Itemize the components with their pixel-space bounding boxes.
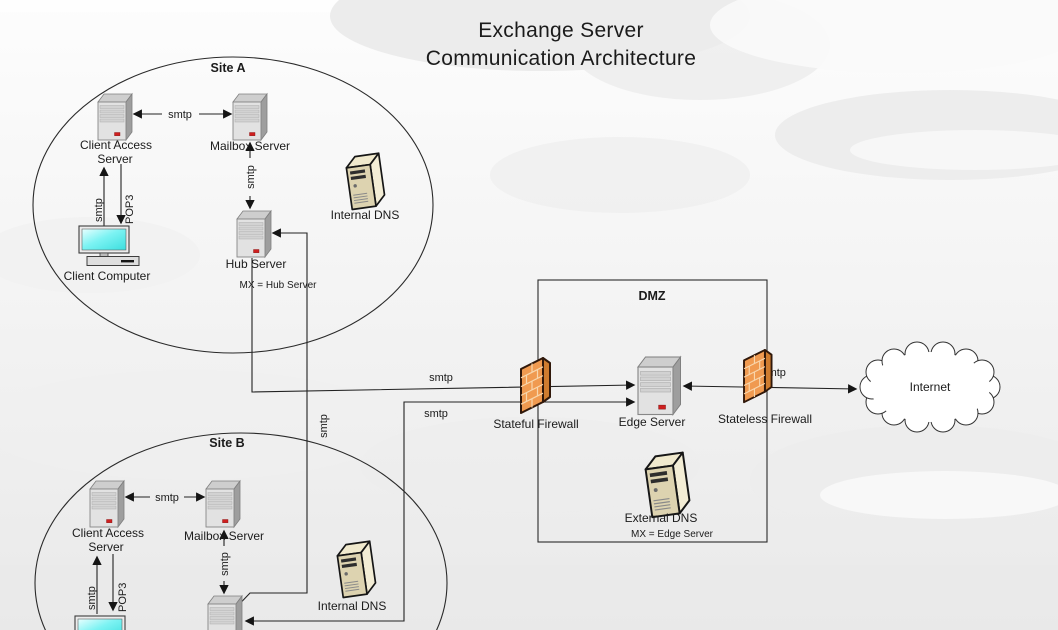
- internet-cloud: Internet: [859, 341, 1001, 433]
- mailbox-server-a-icon: [232, 93, 268, 141]
- client-access-server-a-label-1: Client Access: [80, 138, 152, 152]
- stateful-firewall-label: Stateful Firewall: [493, 417, 578, 431]
- smtp-label-hubB-edge: smtp: [424, 408, 448, 420]
- client-access-server-b-label-1: Client Access: [72, 526, 144, 540]
- link-hubA-edge: [251, 258, 636, 393]
- smtp-label-casA-mailboxA: smtp: [168, 109, 192, 121]
- smtp-label-clientB: smtp: [86, 586, 98, 610]
- internal-dns-a-icon: [344, 152, 387, 211]
- smtp-label-mailboxA-hubA: smtp: [245, 165, 257, 189]
- title-line-2: Communication Architecture: [426, 47, 696, 70]
- client-access-server-b-icon: [89, 480, 125, 528]
- internal-dns-b-icon: [335, 540, 378, 599]
- hub-server-a-label: Hub Server: [226, 257, 287, 271]
- external-dns-icon: [643, 451, 693, 519]
- external-dns-mx-note: MX = Edge Server: [631, 529, 714, 540]
- client-access-server-a-label-2: Server: [97, 152, 132, 166]
- hub-server-a-icon: [236, 210, 272, 258]
- site-a-label: Site A: [211, 61, 246, 75]
- dmz: Stateful Firewall Edge Server Stateless …: [493, 349, 812, 540]
- dmz-label: DMZ: [638, 289, 665, 303]
- external-dns-label: External DNS: [625, 511, 698, 525]
- client-computer-a-label: Client Computer: [64, 269, 151, 283]
- hub-server-b-icon: [207, 595, 243, 630]
- smtp-label-hubA-edge: smtp: [429, 372, 453, 384]
- stateless-firewall-label: Stateless Firewall: [718, 412, 812, 426]
- link-hubB-edge: [244, 397, 636, 626]
- smtp-label-mailboxB-hubB: smtp: [219, 552, 231, 576]
- site-a: Client Access Server Mailbox Server Hub …: [64, 93, 400, 291]
- edge-server-label: Edge Server: [619, 415, 686, 429]
- smtp-label-hubA-hubB: smtp: [318, 414, 330, 438]
- diagram-title: Exchange Server Communication Architectu…: [426, 19, 696, 70]
- mailbox-server-a-label: Mailbox Server: [210, 139, 290, 153]
- internal-dns-b-label: Internal DNS: [318, 599, 387, 613]
- edge-server-icon: [637, 356, 682, 416]
- smtp-label-casB-mailboxB: smtp: [155, 492, 179, 504]
- title-line-1: Exchange Server: [478, 19, 644, 42]
- mailbox-server-b-icon: [205, 480, 241, 528]
- internal-dns-a-label: Internal DNS: [331, 208, 400, 222]
- site-b-label: Site B: [209, 436, 244, 450]
- client-access-server-a-icon: [97, 93, 133, 141]
- connections: smtp smtp POP3 smtp smtp smtp smtp smtp …: [86, 109, 858, 626]
- site-b: Client Access Server Mailbox Server Inte…: [72, 480, 387, 630]
- smtp-label-clientA: smtp: [93, 198, 105, 222]
- pop3-label-clientB: POP3: [117, 583, 129, 612]
- internet-label: Internet: [910, 380, 951, 394]
- mailbox-server-b-label: Mailbox Server: [184, 529, 264, 543]
- pop3-label-clientA: POP3: [124, 195, 136, 224]
- hub-server-a-mx-note: MX = Hub Server: [240, 280, 318, 291]
- client-access-server-b-label-2: Server: [88, 540, 123, 554]
